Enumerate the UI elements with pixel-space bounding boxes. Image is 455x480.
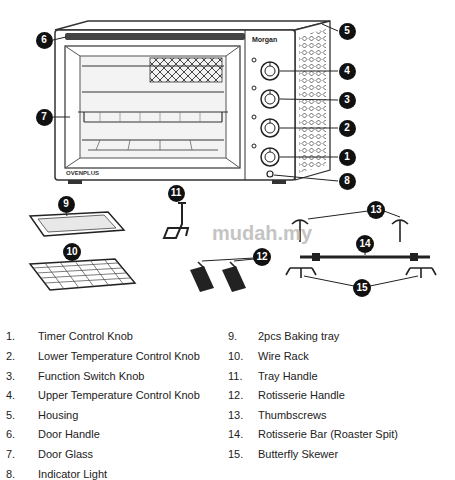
callout-circle: 11 (168, 185, 185, 202)
part-name: Door Handle (38, 428, 100, 441)
part-name: Rotisserie Bar (Roaster Spit) (258, 428, 398, 441)
callout-number: 11 (171, 188, 182, 198)
callout-circle: 4 (339, 63, 356, 80)
callout-circle: 13 (367, 201, 385, 219)
callout-number: 8 (344, 176, 350, 186)
part-name: Tray Handle (258, 370, 318, 383)
callout-number: 14 (359, 239, 370, 249)
callout-circle: 10 (63, 243, 81, 261)
list-number: 11. (228, 370, 242, 383)
list-number: 8. (6, 468, 15, 480)
callout-circle: 8 (339, 173, 356, 190)
callout-circle: 12 (253, 248, 271, 266)
list-number: 7. (6, 448, 15, 461)
callout-number: 7 (41, 112, 47, 122)
list-number: 12. (228, 389, 243, 402)
callout-circle: 15 (353, 279, 371, 297)
callout-number: 1 (344, 152, 350, 162)
callout-number: 9 (63, 199, 69, 209)
callout-circle: 3 (339, 92, 356, 109)
list-number: 9. (228, 330, 237, 343)
part-name: Function Switch Knob (38, 370, 144, 383)
part-name: Door Glass (38, 448, 93, 461)
list-number: 14. (228, 428, 243, 441)
part-name: Upper Temperature Control Knob (38, 389, 200, 402)
callout-number: 13 (370, 205, 381, 215)
part-name: Wire Rack (258, 350, 309, 363)
callout-number: 12 (256, 252, 267, 262)
callout-number: 6 (41, 35, 47, 45)
part-name: Indicator Light (38, 468, 107, 480)
list-number: 13. (228, 409, 243, 422)
callout-circle: 6 (36, 32, 53, 49)
brand-label: Morgan (252, 36, 277, 44)
callout-number: 4 (344, 66, 350, 76)
list-number: 3. (6, 370, 15, 383)
callout-circle: 9 (58, 196, 75, 213)
list-number: 15. (228, 448, 243, 461)
part-name: Rotisserie Handle (258, 389, 345, 402)
callout-number: 15 (356, 283, 367, 293)
callout-number: 10 (66, 247, 77, 257)
model-label: OVENPLUS (66, 170, 99, 177)
callout-circle: 2 (339, 120, 356, 137)
part-name: Lower Temperature Control Knob (38, 350, 200, 363)
callout-number: 2 (344, 123, 350, 133)
list-number: 2. (6, 350, 15, 363)
callout-number: 5 (344, 26, 350, 36)
list-number: 6. (6, 428, 15, 441)
part-name: Thumbscrews (258, 409, 326, 422)
callout-circle: 5 (339, 23, 356, 40)
list-number: 5. (6, 409, 15, 422)
part-name: 2pcs Baking tray (258, 330, 339, 343)
list-number: 10. (228, 350, 243, 363)
list-number: 1. (6, 330, 15, 343)
list-number: 4. (6, 389, 15, 402)
part-name: Housing (38, 409, 78, 422)
watermark: mudah.my (212, 221, 312, 245)
callout-circle: 7 (36, 109, 53, 126)
part-name: Timer Control Knob (38, 330, 133, 343)
part-name: Butterfly Skewer (258, 448, 338, 461)
callout-circle: 14 (356, 235, 374, 253)
callout-circle: 1 (339, 149, 356, 166)
callout-number: 3 (344, 95, 350, 105)
